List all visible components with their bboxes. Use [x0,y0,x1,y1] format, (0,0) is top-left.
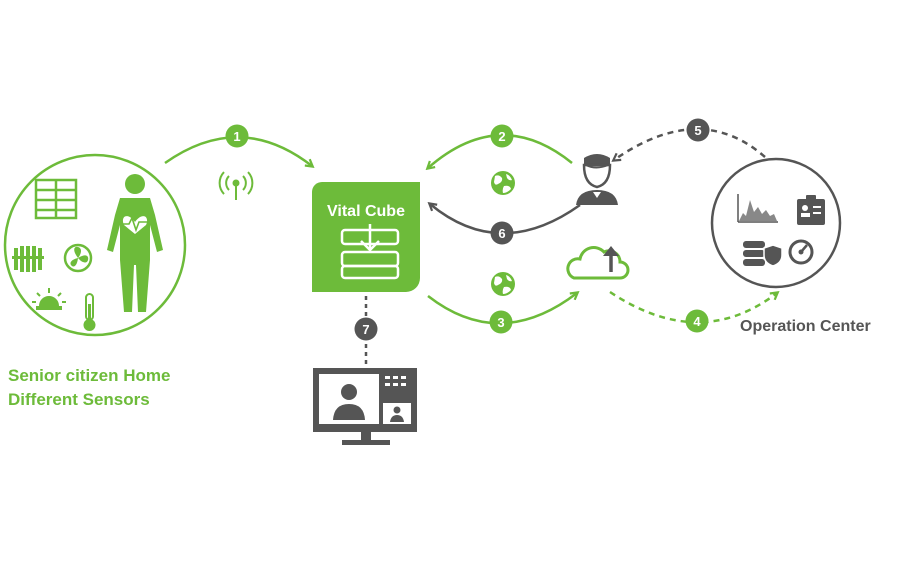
gauge-icon [788,239,814,265]
step-number: 7 [362,322,369,337]
fan-icon [63,243,93,273]
step-badge-3: 3 [489,310,513,334]
thermometer-icon [83,293,96,331]
home-caption: Senior citizen Home Different Sensors [8,364,170,412]
operation-center-circle [710,157,842,289]
step-number: 3 [497,315,504,330]
radiator-icon [12,246,44,272]
home-circle [3,153,187,337]
step-number: 6 [498,226,505,241]
step-badge-5: 5 [686,118,710,142]
operation-center-caption: Operation Center [740,318,871,335]
antenna-icon [218,171,254,200]
nurse-icon [576,154,618,205]
step-badge-7: 7 [354,317,378,341]
vital-cube-box [312,182,420,292]
step-number: 2 [498,129,505,144]
database-shield-icon [743,241,783,267]
window-icon [34,178,78,220]
step-badge-6: 6 [490,221,514,245]
step-badge-2: 2 [490,124,514,148]
id-card-icon [797,195,825,225]
vital-cube-title: Vital Cube [327,203,405,220]
step-number: 1 [233,129,240,144]
chart-icon [737,194,778,223]
alarm-light-icon [32,288,66,310]
cloud-upload-icon [566,246,630,280]
home-caption-line1: Senior citizen Home [8,366,171,385]
home-caption-line2: Different Sensors [8,390,150,409]
person-heart-icon [107,174,163,312]
step-badge-1: 1 [225,124,249,148]
step-badge-4: 4 [685,309,709,333]
step-number: 4 [693,314,701,329]
video-call-monitor-icon [313,368,417,445]
globe-icon [491,171,515,195]
tray-download-icon [340,224,400,280]
step-number: 5 [694,123,701,138]
globe-icon [491,272,515,296]
